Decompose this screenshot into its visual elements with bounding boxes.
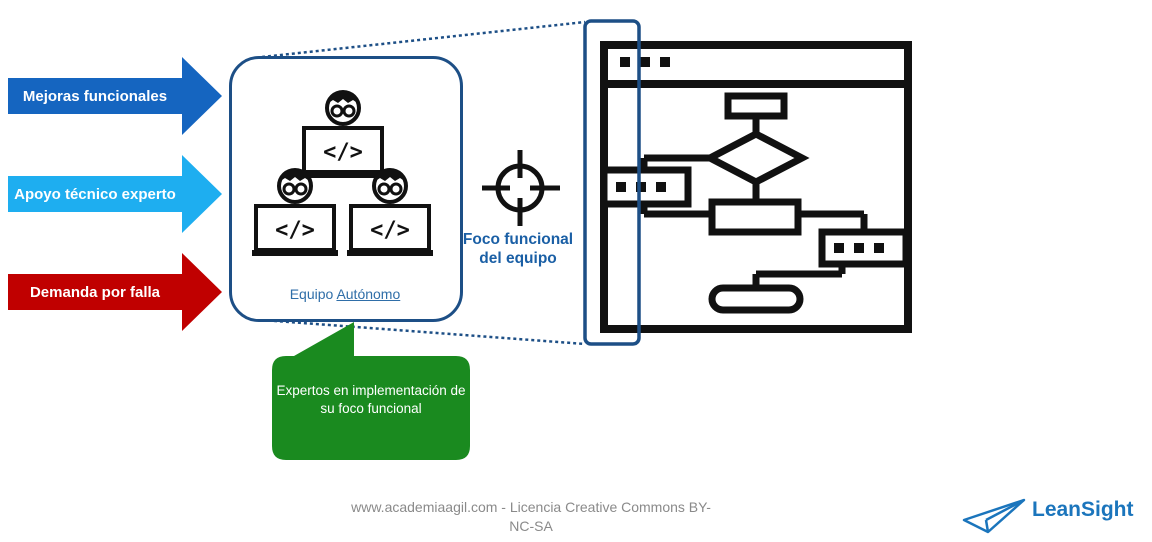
brand-logo-text: LeanSight: [1032, 498, 1134, 521]
code-symbol: </>: [323, 140, 363, 165]
bubble-text: Expertos en implementación de su foco fu…: [276, 383, 466, 416]
application-window-icon: [583, 19, 912, 346]
team-label-word2: Autónomo: [336, 286, 401, 302]
speech-bubble: [272, 322, 470, 460]
team-label: Equipo Autónomo: [230, 286, 460, 302]
paper-plane-icon: [962, 498, 1026, 534]
arrow-mejoras-funcionales: [8, 57, 222, 135]
developer-left: </>: [252, 168, 338, 256]
arrow-label-apoyo-tecnico: Apoyo técnico experto: [14, 185, 176, 203]
arrow-label-mejoras-funcionales: Mejoras funcionales: [22, 87, 168, 105]
arrow-apoyo-tecnico: [8, 155, 222, 233]
developers-icon: </> </> </>: [252, 90, 433, 256]
crosshair-icon: [482, 150, 560, 226]
arrow-demanda-por-falla: [8, 253, 222, 331]
team-label-word1: Equipo: [289, 286, 334, 302]
zoom-line-top: [261, 20, 586, 59]
developer-right: </>: [347, 168, 433, 256]
code-symbol: </>: [370, 218, 410, 243]
developer-top: </>: [300, 90, 386, 178]
focus-label: Foco funcional del equipo: [462, 231, 574, 267]
code-symbol: </>: [275, 218, 315, 243]
arrow-label-demanda-por-falla: Demanda por falla: [29, 283, 161, 301]
footer-license-text: www.academiaagil.com - Licencia Creative…: [351, 499, 711, 534]
